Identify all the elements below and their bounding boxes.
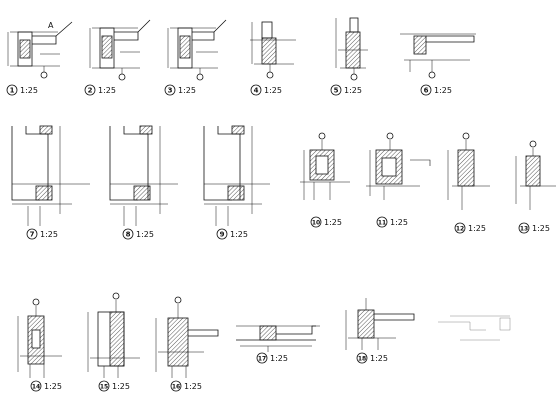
detail-16-drawing xyxy=(155,296,219,378)
detail-18-scale: 1:25 xyxy=(370,354,388,363)
detail-18-label: 18 1:25 xyxy=(356,352,388,364)
detail-11-label: 11 1:25 xyxy=(376,216,408,228)
detail-1-drawing: A xyxy=(7,21,73,79)
detail-7-label: 7 1:25 xyxy=(26,228,58,240)
detail-8-scale: 1:25 xyxy=(136,230,154,239)
detail-4-number: 4 xyxy=(254,87,259,95)
detail-8-drawing xyxy=(109,125,178,239)
detail-4-label: 4 1:25 xyxy=(250,84,282,96)
detail-17-drawing xyxy=(236,325,320,352)
detail-10-drawing xyxy=(300,132,350,200)
detail-10-scale: 1:25 xyxy=(324,218,342,227)
detail-14-number: 14 xyxy=(32,384,40,391)
detail-4-scale: 1:25 xyxy=(264,86,282,95)
detail-16-number: 16 xyxy=(172,384,180,391)
detail-6-number: 6 xyxy=(424,87,429,95)
detail-10-number: 10 xyxy=(312,220,320,227)
detail-14-scale: 1:25 xyxy=(44,382,62,391)
detail-16-label: 16 1:25 xyxy=(170,380,202,392)
detail-3-scale: 1:25 xyxy=(178,86,196,95)
detail-12-drawing xyxy=(447,132,490,210)
detail-8-label: 8 1:25 xyxy=(122,228,154,240)
detail-7-scale: 1:25 xyxy=(40,230,58,239)
detail-3-number: 3 xyxy=(168,87,173,95)
faint-sketch xyxy=(438,315,511,341)
detail-6-label: 6 1:25 xyxy=(420,84,452,96)
detail-4-drawing xyxy=(250,21,296,79)
detail-3-label: 3 1:25 xyxy=(164,84,196,96)
detail-9-number: 9 xyxy=(220,231,225,239)
detail-15-drawing xyxy=(87,292,140,378)
detail-9-drawing xyxy=(203,125,270,239)
detail-8-number: 8 xyxy=(126,231,131,239)
detail-9-scale: 1:25 xyxy=(230,230,248,239)
detail-1-label: 1 1:25 xyxy=(6,84,38,96)
detail-2-drawing xyxy=(89,19,151,81)
detail-13-label: 13 1:25 xyxy=(518,222,550,234)
detail-11-drawing xyxy=(366,132,431,200)
detail-2-label: 2 1:25 xyxy=(84,84,116,96)
detail-1-scale: 1:25 xyxy=(20,86,38,95)
detail-14-drawing xyxy=(17,298,62,378)
detail-12-number: 12 xyxy=(456,226,464,233)
detail-12-label: 12 1:25 xyxy=(454,222,486,234)
detail-9-label: 9 1:25 xyxy=(216,228,248,240)
detail-18-drawing xyxy=(345,298,415,350)
detail-18-number: 18 xyxy=(358,356,366,363)
detail-6-scale: 1:25 xyxy=(434,86,452,95)
detail-5-scale: 1:25 xyxy=(344,86,362,95)
detail-6-drawing xyxy=(400,33,476,79)
detail-15-number: 15 xyxy=(100,384,108,391)
detail-17-number: 17 xyxy=(258,356,266,363)
detail-7-drawing xyxy=(11,125,90,239)
detail-1-number: 1 xyxy=(10,87,15,95)
detail-3-drawing xyxy=(167,19,227,81)
detail-10-label: 10 1:25 xyxy=(310,216,342,228)
detail-7-number: 7 xyxy=(30,231,35,239)
detail-5-label: 5 1:25 xyxy=(330,84,362,96)
svg-text:A: A xyxy=(48,21,54,30)
detail-13-scale: 1:25 xyxy=(532,224,550,233)
detail-17-label: 17 1:25 xyxy=(256,352,288,364)
detail-2-scale: 1:25 xyxy=(98,86,116,95)
detail-5-number: 5 xyxy=(334,87,339,95)
detail-11-scale: 1:25 xyxy=(390,218,408,227)
detail-14-label: 14 1:25 xyxy=(30,380,62,392)
detail-2-number: 2 xyxy=(88,87,93,95)
detail-11-number: 11 xyxy=(378,220,386,227)
detail-17-scale: 1:25 xyxy=(270,354,288,363)
detail-13-number: 13 xyxy=(520,226,528,233)
detail-5-drawing xyxy=(335,17,368,81)
detail-13-drawing xyxy=(515,140,556,210)
detail-12-scale: 1:25 xyxy=(468,224,486,233)
detail-15-label: 15 1:25 xyxy=(98,380,130,392)
detail-15-scale: 1:25 xyxy=(112,382,130,391)
detail-16-scale: 1:25 xyxy=(184,382,202,391)
